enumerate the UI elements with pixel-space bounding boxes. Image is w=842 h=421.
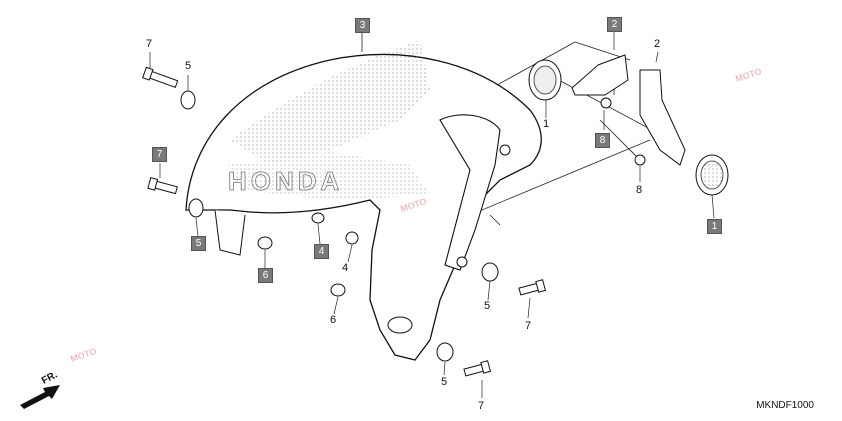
reflector-left <box>528 59 562 101</box>
bracket-upper <box>571 54 629 109</box>
callout-8: 8 <box>636 184 643 196</box>
callout-7-boxed: 7 <box>152 147 167 162</box>
callout-5-bottom: 5 <box>441 376 448 388</box>
callout-2-boxed: 2 <box>607 17 622 32</box>
bolt-bottom <box>463 360 492 377</box>
diagram-code: MKNDF1000 <box>756 400 814 411</box>
callout-7-bottom: 7 <box>478 400 485 412</box>
callout-5-boxed: 5 <box>191 236 206 251</box>
callout-6: 6 <box>330 314 337 326</box>
front-direction-arrow <box>20 385 60 409</box>
callout-7-mid: 7 <box>525 320 532 332</box>
callout-6-boxed: 6 <box>258 268 273 283</box>
bolt-left <box>147 177 178 195</box>
front-fender: HONDA <box>185 40 542 361</box>
fender-pattern <box>230 40 430 165</box>
bolt-mid <box>518 279 547 296</box>
callout-3-boxed: 3 <box>355 18 370 33</box>
fender-pattern-lower <box>228 152 430 200</box>
callout-8-boxed: 8 <box>595 133 610 148</box>
callout-1: 1 <box>543 118 550 130</box>
callout-4: 4 <box>342 262 349 274</box>
reflector-right <box>695 154 729 196</box>
callout-2: 2 <box>654 38 661 50</box>
callout-4-boxed: 4 <box>314 244 329 259</box>
leader-lines <box>149 30 715 398</box>
callout-5-top: 5 <box>185 60 192 72</box>
callout-1-boxed: 1 <box>707 219 722 234</box>
bolt-top <box>142 66 179 89</box>
callout-5-mid: 5 <box>484 300 491 312</box>
bracket-right <box>634 69 686 166</box>
fasteners <box>142 66 547 377</box>
fender-logo-text: HONDA <box>228 166 343 196</box>
callout-7-top: 7 <box>146 38 153 50</box>
